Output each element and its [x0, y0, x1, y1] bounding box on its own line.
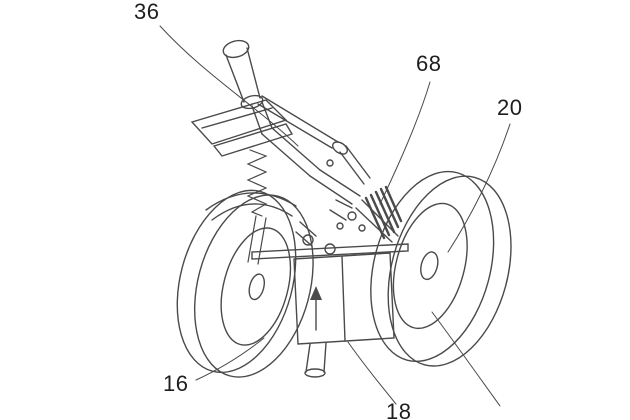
leader-line-18 [347, 341, 397, 405]
left-wheel [176, 189, 314, 378]
ref-label-18: 18 [386, 399, 412, 420]
frame [205, 127, 399, 247]
ref-label-68: 68 [416, 51, 442, 76]
leader-line-bottom-right [431, 311, 501, 407]
right-wheel [370, 170, 512, 367]
leader-line-68 [379, 81, 431, 205]
leader-line-20 [447, 123, 511, 253]
ref-label-20: 20 [497, 95, 523, 120]
suspension-spring [246, 149, 268, 265]
front-cowl [190, 99, 294, 157]
ref-label-36: 36 [134, 0, 160, 24]
handlebar [222, 39, 371, 185]
leader-line-36 [159, 25, 299, 147]
leader-line-16 [195, 337, 265, 381]
up-arrow [310, 286, 322, 331]
ref-label-16: 16 [163, 371, 189, 396]
center-body [251, 243, 409, 378]
leader-lines [159, 25, 511, 407]
